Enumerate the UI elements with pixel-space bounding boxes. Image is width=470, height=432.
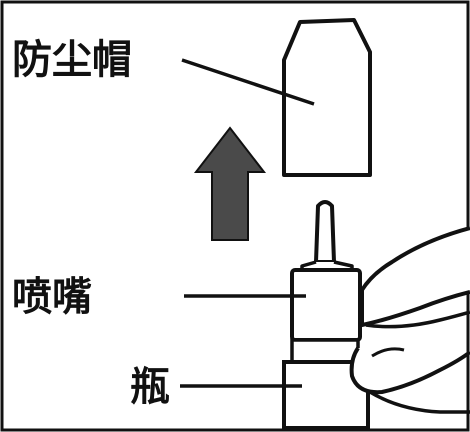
bottle-collar-shape xyxy=(290,338,360,364)
hand-palm-line xyxy=(369,390,470,414)
nozzle-label: 喷嘴 xyxy=(12,274,92,320)
hand-thumb-shape xyxy=(349,346,470,395)
nozzle-tip-shape xyxy=(314,200,336,264)
nozzle-body-shape xyxy=(290,268,362,342)
up-arrow-icon xyxy=(193,126,267,241)
dust-cap-label: 防尘帽 xyxy=(12,37,132,83)
dust-cap-leader-line xyxy=(181,58,315,106)
bottle-label: 瓶 xyxy=(130,364,170,410)
hand-crease-line xyxy=(365,310,470,329)
dust-cap-shape xyxy=(282,18,372,177)
hand-fingers-shape xyxy=(360,226,470,327)
thumb-nail-line xyxy=(371,347,405,358)
